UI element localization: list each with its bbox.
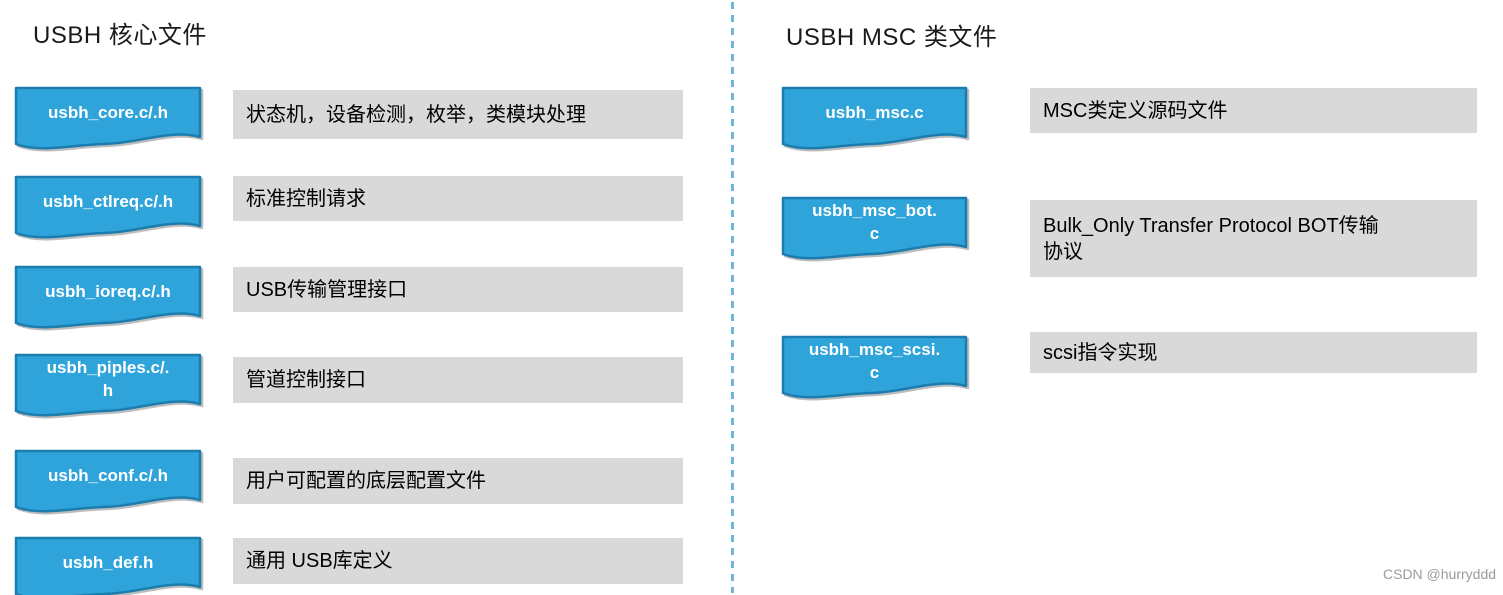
- description-text: 通用 USB库定义: [246, 550, 393, 572]
- file-name-label: usbh_ioreq.c/.h: [45, 281, 171, 301]
- document-shape-icon: [14, 86, 202, 150]
- file-shape: usbh_msc_bot. c: [781, 195, 968, 267]
- file-shape: usbh_ioreq.c/.h: [14, 264, 202, 336]
- file-name-label: usbh_conf.c/.h: [48, 465, 168, 485]
- watermark: CSDN @hurryddd: [1383, 566, 1497, 582]
- right-section-title: USBH MSC 类文件: [786, 24, 998, 51]
- file-name-label: usbh_msc.c: [825, 102, 924, 122]
- description-box: MSC类定义源码文件: [1030, 88, 1477, 133]
- description-box: scsi指令实现: [1030, 332, 1477, 373]
- description-box: 管道控制接口: [233, 357, 683, 403]
- description-text: MSC类定义源码文件: [1043, 99, 1228, 122]
- document-shape-icon: [781, 86, 968, 150]
- file-name-label: usbh_msc_bot. c: [812, 201, 937, 243]
- file-name-label: usbh_core.c/.h: [48, 102, 168, 122]
- description-box: 标准控制请求: [233, 176, 683, 221]
- description-text: 状态机，设备检测，枚举，类模块处理: [246, 103, 586, 126]
- document-shape-icon: [781, 335, 968, 399]
- description-text: 管道控制接口: [246, 369, 366, 391]
- description-text: Bulk_Only Transfer Protocol BOT传输 协议: [1043, 214, 1379, 263]
- description-text: USB传输管理接口: [246, 278, 408, 301]
- file-name-label: usbh_ctlreq.c/.h: [42, 191, 174, 211]
- description-box: 通用 USB库定义: [233, 538, 683, 584]
- document-shape-icon: [14, 265, 202, 329]
- file-shape: usbh_piples.c/. h: [14, 352, 202, 424]
- description-box: 状态机，设备检测，枚举，类模块处理: [233, 90, 683, 139]
- file-name-label: usbh_piples.c/. h: [46, 358, 170, 400]
- description-text: scsi指令实现: [1043, 341, 1158, 364]
- file-shape: usbh_msc.c: [781, 85, 968, 157]
- document-shape-icon: [14, 449, 202, 513]
- file-shape: usbh_ctlreq.c/.h: [14, 174, 202, 246]
- file-name-label: usbh_msc_scsi. c: [808, 340, 941, 382]
- document-shape-icon: [781, 196, 968, 260]
- file-shape: usbh_conf.c/.h: [14, 448, 202, 520]
- description-text: 用户可配置的底层配置文件: [246, 470, 486, 492]
- document-shape-icon: [14, 175, 202, 239]
- file-shape: usbh_msc_scsi. c: [781, 334, 968, 406]
- document-shape-icon: [14, 353, 202, 417]
- file-name-label: usbh_def.h: [62, 552, 154, 572]
- description-box: USB传输管理接口: [233, 267, 683, 312]
- description-box: 用户可配置的底层配置文件: [233, 458, 683, 504]
- file-shape: usbh_core.c/.h: [14, 85, 202, 157]
- left-section-title: USBH 核心文件: [33, 22, 207, 49]
- column-divider: [731, 2, 734, 593]
- description-text: 标准控制请求: [246, 187, 366, 210]
- file-shape: usbh_def.h: [14, 535, 202, 595]
- document-shape-icon: [14, 536, 202, 595]
- description-box: Bulk_Only Transfer Protocol BOT传输 协议: [1030, 200, 1477, 277]
